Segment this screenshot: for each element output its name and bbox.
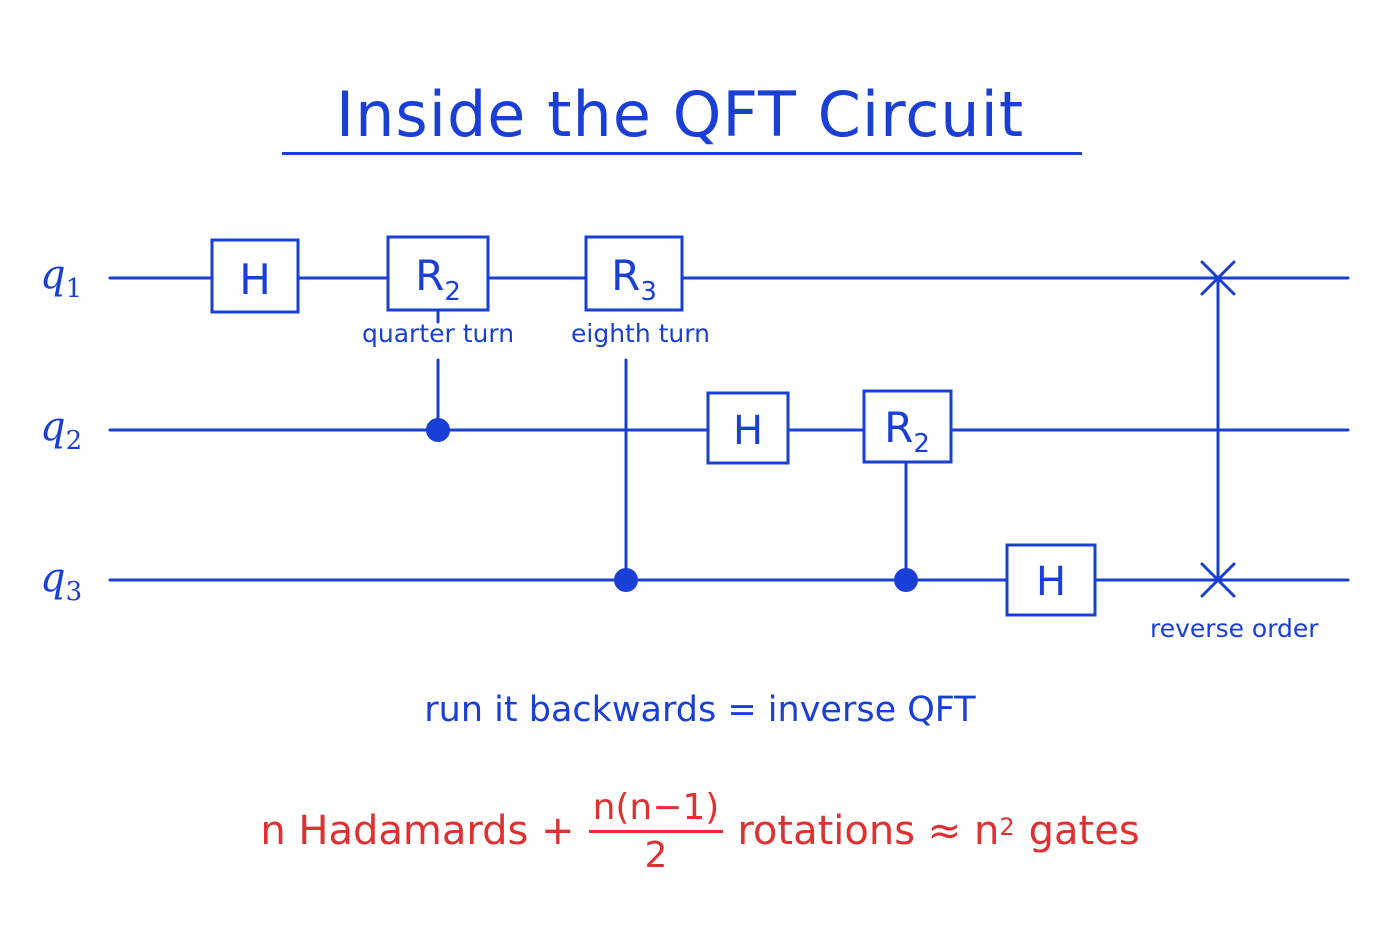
swap-x-q3-b <box>1200 562 1236 598</box>
formula-exponent: 2 <box>999 813 1015 841</box>
gate-label-r2-q1: R2 <box>415 251 461 307</box>
gate-label-h-q3: H <box>1036 559 1066 605</box>
control-dot-q2-r2 <box>426 418 450 442</box>
gate-box-h-q2 <box>706 391 790 465</box>
annotation-eighth-turn: eighth turn <box>571 319 710 348</box>
control-dot-q3-r2 <box>894 568 918 592</box>
formula-numerator: n(n−1) <box>588 787 724 833</box>
gate-box-r2-q1 <box>386 235 490 312</box>
gate-label-h-q1: H <box>239 255 271 304</box>
annotation-reverse-order: reverse order <box>1150 614 1319 643</box>
control-dot-q3-r3 <box>614 568 638 592</box>
formula-part-hadamards: n Hadamards + <box>260 808 575 854</box>
gate-box-h-q1 <box>210 238 300 314</box>
annotation-quarter-turn: quarter turn <box>362 319 515 348</box>
page-title: Inside the QFT Circuit <box>335 78 1025 151</box>
gate-box-h-q3 <box>1005 543 1097 617</box>
gate-box-r3-q1 <box>584 235 684 312</box>
qubit-label-q2: q2 <box>40 404 83 456</box>
gate-label-r2-q2: R2 <box>884 403 930 459</box>
caption-inverse-qft: run it backwards = inverse QFT <box>424 690 976 730</box>
qubit-label-q1: q1 <box>40 252 83 304</box>
formula-fraction: n(n−1) 2 <box>588 787 724 876</box>
formula-part-rotations: rotations ≈ n <box>737 808 1000 854</box>
gate-label-h-q2: H <box>733 408 763 454</box>
gate-label-r3-q1: R3 <box>611 251 657 307</box>
gate-box-r2-q2 <box>862 389 953 464</box>
swap-x-q1-b <box>1200 260 1236 296</box>
qubit-label-q3: q3 <box>40 555 83 607</box>
formula-denominator: 2 <box>644 834 668 876</box>
formula-part-gates: gates <box>1028 808 1140 854</box>
title-underline <box>282 152 1082 155</box>
